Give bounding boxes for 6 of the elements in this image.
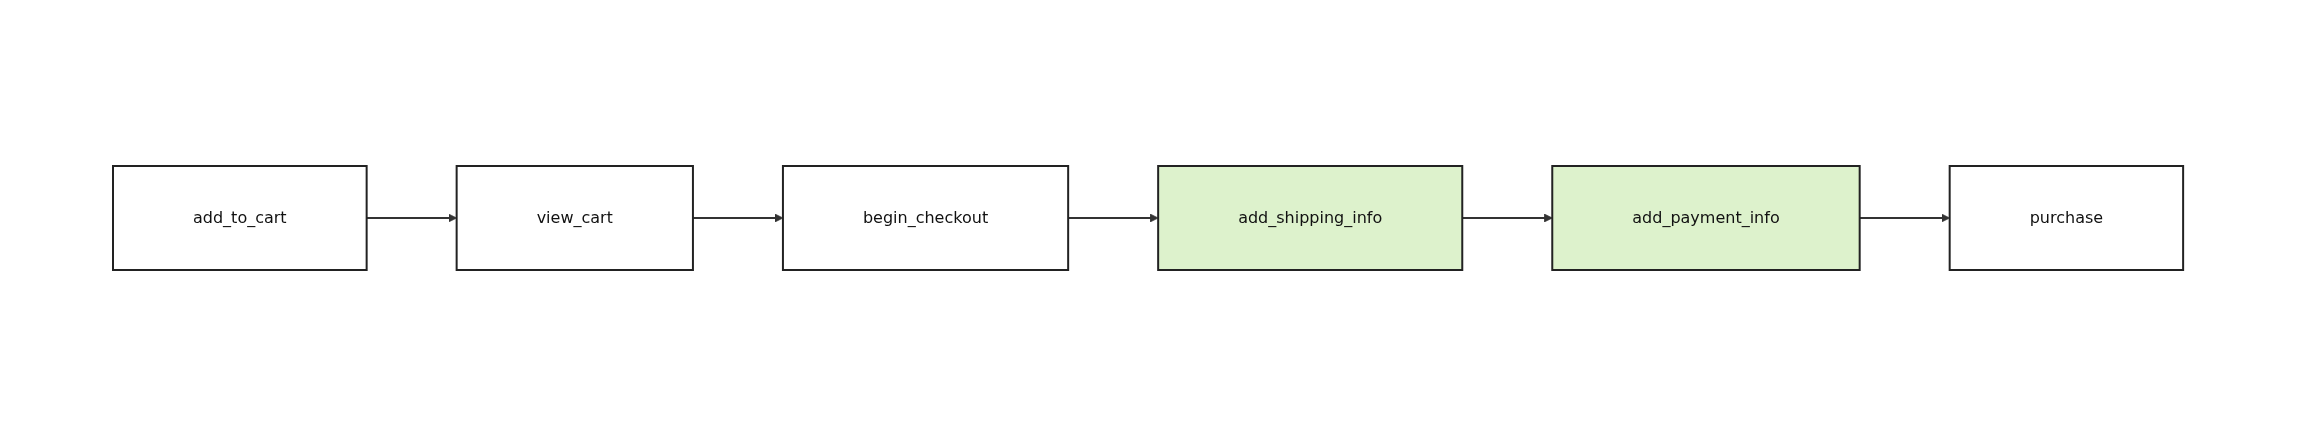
node-box: purchase <box>1949 164 2185 271</box>
node-box: begin_checkout <box>782 164 1070 271</box>
node-box: add_to_cart <box>112 164 369 271</box>
node-box: add_payment_info <box>1551 164 1862 271</box>
node-box: add_shipping_info <box>1157 164 1464 271</box>
node-box: view_cart <box>456 164 695 271</box>
